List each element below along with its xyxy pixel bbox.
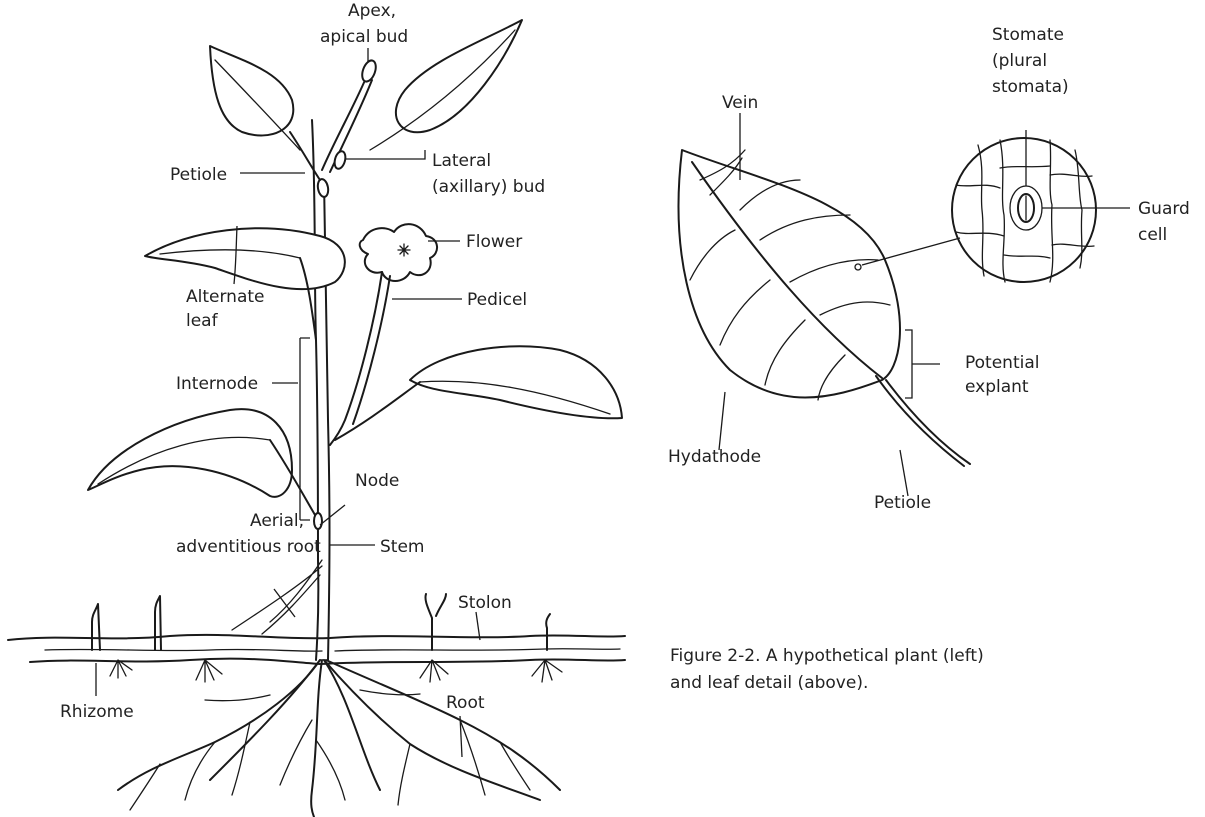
stolon-stem bbox=[335, 649, 620, 651]
label-plural: (plural bbox=[992, 51, 1047, 71]
rhizome-stem bbox=[45, 649, 322, 651]
label-rhizome: Rhizome bbox=[60, 702, 134, 722]
label-cell: cell bbox=[1138, 225, 1167, 245]
label-adventitious-root: adventitious root bbox=[176, 537, 321, 557]
caption-line-1: Figure 2-2. A hypothetical plant (left) bbox=[670, 646, 984, 666]
caption-line-2: and leaf detail (above). bbox=[670, 673, 868, 693]
label-node: Node bbox=[355, 471, 399, 491]
label-guard: Guard bbox=[1138, 199, 1190, 219]
label-hydathode: Hydathode bbox=[668, 447, 761, 467]
main-root-system bbox=[118, 660, 560, 817]
rhizome-shoot bbox=[92, 604, 100, 650]
label-leaf: leaf bbox=[186, 311, 219, 331]
label-pedicel: Pedicel bbox=[467, 290, 527, 310]
upper-branch bbox=[322, 78, 372, 172]
rhizome-shoot bbox=[155, 596, 161, 650]
node-bud bbox=[314, 513, 322, 529]
label-lateral: Lateral bbox=[432, 151, 491, 171]
label-alternate: Alternate bbox=[186, 287, 264, 307]
label-petiole-plant: Petiole bbox=[170, 165, 227, 185]
flower bbox=[360, 224, 437, 281]
leaf-top-left bbox=[210, 46, 293, 135]
label-apical-bud: apical bud bbox=[320, 27, 408, 47]
lateral-bud-upper bbox=[333, 150, 347, 170]
label-root: Root bbox=[446, 693, 485, 713]
label-stem: Stem bbox=[380, 537, 424, 557]
label-aerial: Aerial, bbox=[250, 511, 304, 531]
label-stolon: Stolon bbox=[458, 593, 512, 613]
aerial-roots bbox=[232, 560, 322, 634]
label-vein: Vein bbox=[722, 93, 758, 113]
label-explant: explant bbox=[965, 377, 1029, 397]
leaf-lower-left bbox=[88, 409, 292, 497]
leaf-detail-drawing bbox=[679, 113, 1130, 496]
label-potential: Potential bbox=[965, 353, 1039, 373]
pedicel bbox=[330, 272, 382, 445]
label-stomata: stomata) bbox=[992, 77, 1069, 97]
leaf-top-right bbox=[396, 20, 522, 132]
leaf-petiole bbox=[876, 376, 970, 466]
stolon-shoot bbox=[425, 594, 446, 650]
label-petiole-leaf: Petiole bbox=[874, 493, 931, 513]
label-axillary-bud: (axillary) bud bbox=[432, 177, 545, 197]
label-stomate: Stomate bbox=[992, 25, 1064, 45]
apical-bud bbox=[360, 59, 379, 84]
label-apex: Apex, bbox=[348, 1, 396, 21]
stolon-shoot bbox=[546, 614, 550, 650]
label-internode: Internode bbox=[176, 374, 258, 394]
plant-drawing bbox=[8, 20, 625, 817]
lateral-bud-lower bbox=[317, 178, 330, 197]
leaf-blade bbox=[679, 150, 900, 398]
main-stem bbox=[312, 120, 318, 660]
label-flower: Flower bbox=[466, 232, 522, 252]
stomate-magnifier bbox=[952, 138, 1096, 282]
alternate-leaf bbox=[145, 228, 345, 289]
